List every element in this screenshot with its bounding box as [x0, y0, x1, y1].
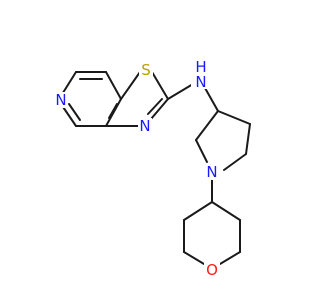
- pyridine-nitrogen-label: N: [55, 91, 66, 109]
- sulfur-atom: S: [139, 61, 153, 79]
- thiazole-nitrogen-label: N: [139, 117, 150, 135]
- bond-c5o-c4o: [211, 201, 241, 221]
- bond-nh-c3p: [204, 87, 219, 112]
- amine-nitrogen-label: N: [195, 73, 206, 91]
- bond-c7a-c1: [105, 71, 122, 100]
- bond-o-c6o: [219, 251, 241, 265]
- bond-c2-n3: [150, 98, 169, 120]
- oxane-oxygen-label: O: [206, 261, 218, 279]
- bond-c3a-c7a-inner: [108, 103, 118, 119]
- bond-n-c3-inner: [68, 103, 81, 121]
- bond-c4p-c5p: [245, 123, 251, 155]
- pyrrolidine-nitrogen-atom: N: [205, 163, 219, 181]
- bond-c7a-s: [120, 71, 141, 100]
- bond-c4o-c3o: [183, 201, 213, 221]
- sulfur-label: S: [141, 61, 151, 79]
- pyrrolidine-nitrogen-label: N: [206, 163, 217, 181]
- pyridine-nitrogen-atom: N: [54, 91, 68, 109]
- atom-labels: S N N H N N O: [54, 58, 220, 279]
- oxane-oxygen-atom: O: [204, 261, 220, 279]
- bond-c2p-c3p: [195, 110, 219, 141]
- thiazole-nitrogen-atom: N: [138, 117, 152, 135]
- bond-c3a-c7a: [105, 98, 122, 127]
- bond-c2o-o: [183, 251, 205, 265]
- molecule-structure: S N N H N N O: [54, 58, 251, 279]
- bond-s-c2: [151, 71, 169, 100]
- bond-c5p-n1p: [223, 153, 247, 171]
- bond-c2-nh: [167, 83, 194, 100]
- bond-c2-n3-inner: [147, 98, 163, 115]
- bond-c3p-c4p: [217, 110, 251, 125]
- amine-nitrogen-atom: H N: [191, 58, 211, 91]
- bonds: [60, 71, 251, 265]
- bond-n1p-c2p: [195, 139, 208, 163]
- amine-hydrogen-label: H: [195, 58, 206, 76]
